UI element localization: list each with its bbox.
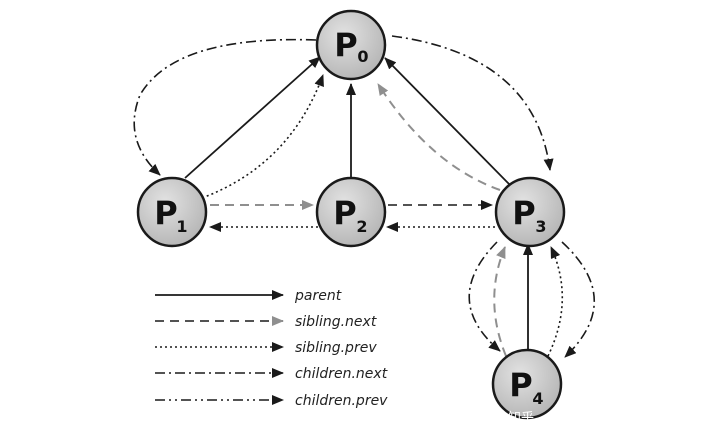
node-p3-subscript: 3 xyxy=(535,217,546,236)
node-p4: P 4 xyxy=(491,348,563,420)
node-p3-label: P xyxy=(512,194,535,232)
edge-childrennext-p0-p1 xyxy=(133,38,317,176)
node-p3: P 3 xyxy=(494,176,566,248)
edge-childrennext-p3-p4-outer xyxy=(561,241,595,358)
edge-parent-p3-p0 xyxy=(384,57,511,186)
edge-childrennext-p3-p4 xyxy=(468,241,501,352)
node-p1: P 1 xyxy=(136,176,208,248)
edge-childrennext-p0-p3 xyxy=(391,35,554,171)
watermark-zhihu: 知乎 xyxy=(508,410,534,426)
legend-label-children-next: children.next xyxy=(295,366,388,382)
watermark-juejin: @稀土掘金技术社区 xyxy=(563,410,680,426)
node-p2-label: P xyxy=(333,194,356,232)
legend-label-sibling-prev: sibling.prev xyxy=(295,340,377,356)
node-p0-subscript: 0 xyxy=(357,47,368,66)
node-p4-label: P xyxy=(509,366,532,404)
watermark: 知乎 @稀土掘金技术社区 xyxy=(508,410,680,426)
node-p0-label: P xyxy=(334,26,357,64)
edge-siblingnext-p3-p0 xyxy=(377,83,501,191)
node-p1-subscript: 1 xyxy=(176,217,187,236)
node-p4-subscript: 4 xyxy=(532,389,543,408)
node-p2: P 2 xyxy=(315,176,387,248)
legend: parent sibling.next sibling.prev childre… xyxy=(155,288,388,409)
edge-siblingprev-p4-p3 xyxy=(547,246,564,357)
node-p2-subscript: 2 xyxy=(356,217,367,236)
legend-label-parent: parent xyxy=(294,288,342,304)
node-p0: P 0 xyxy=(315,9,387,81)
legend-label-sibling-next: sibling.next xyxy=(295,314,377,330)
legend-label-children-prev: children.prev xyxy=(295,393,388,409)
edge-siblingprev-p1-p0 xyxy=(201,74,324,199)
node-p1-label: P xyxy=(154,194,177,232)
edge-parent-p1-p0 xyxy=(184,56,321,179)
edge-siblingnext-p4-p3 xyxy=(493,246,507,357)
